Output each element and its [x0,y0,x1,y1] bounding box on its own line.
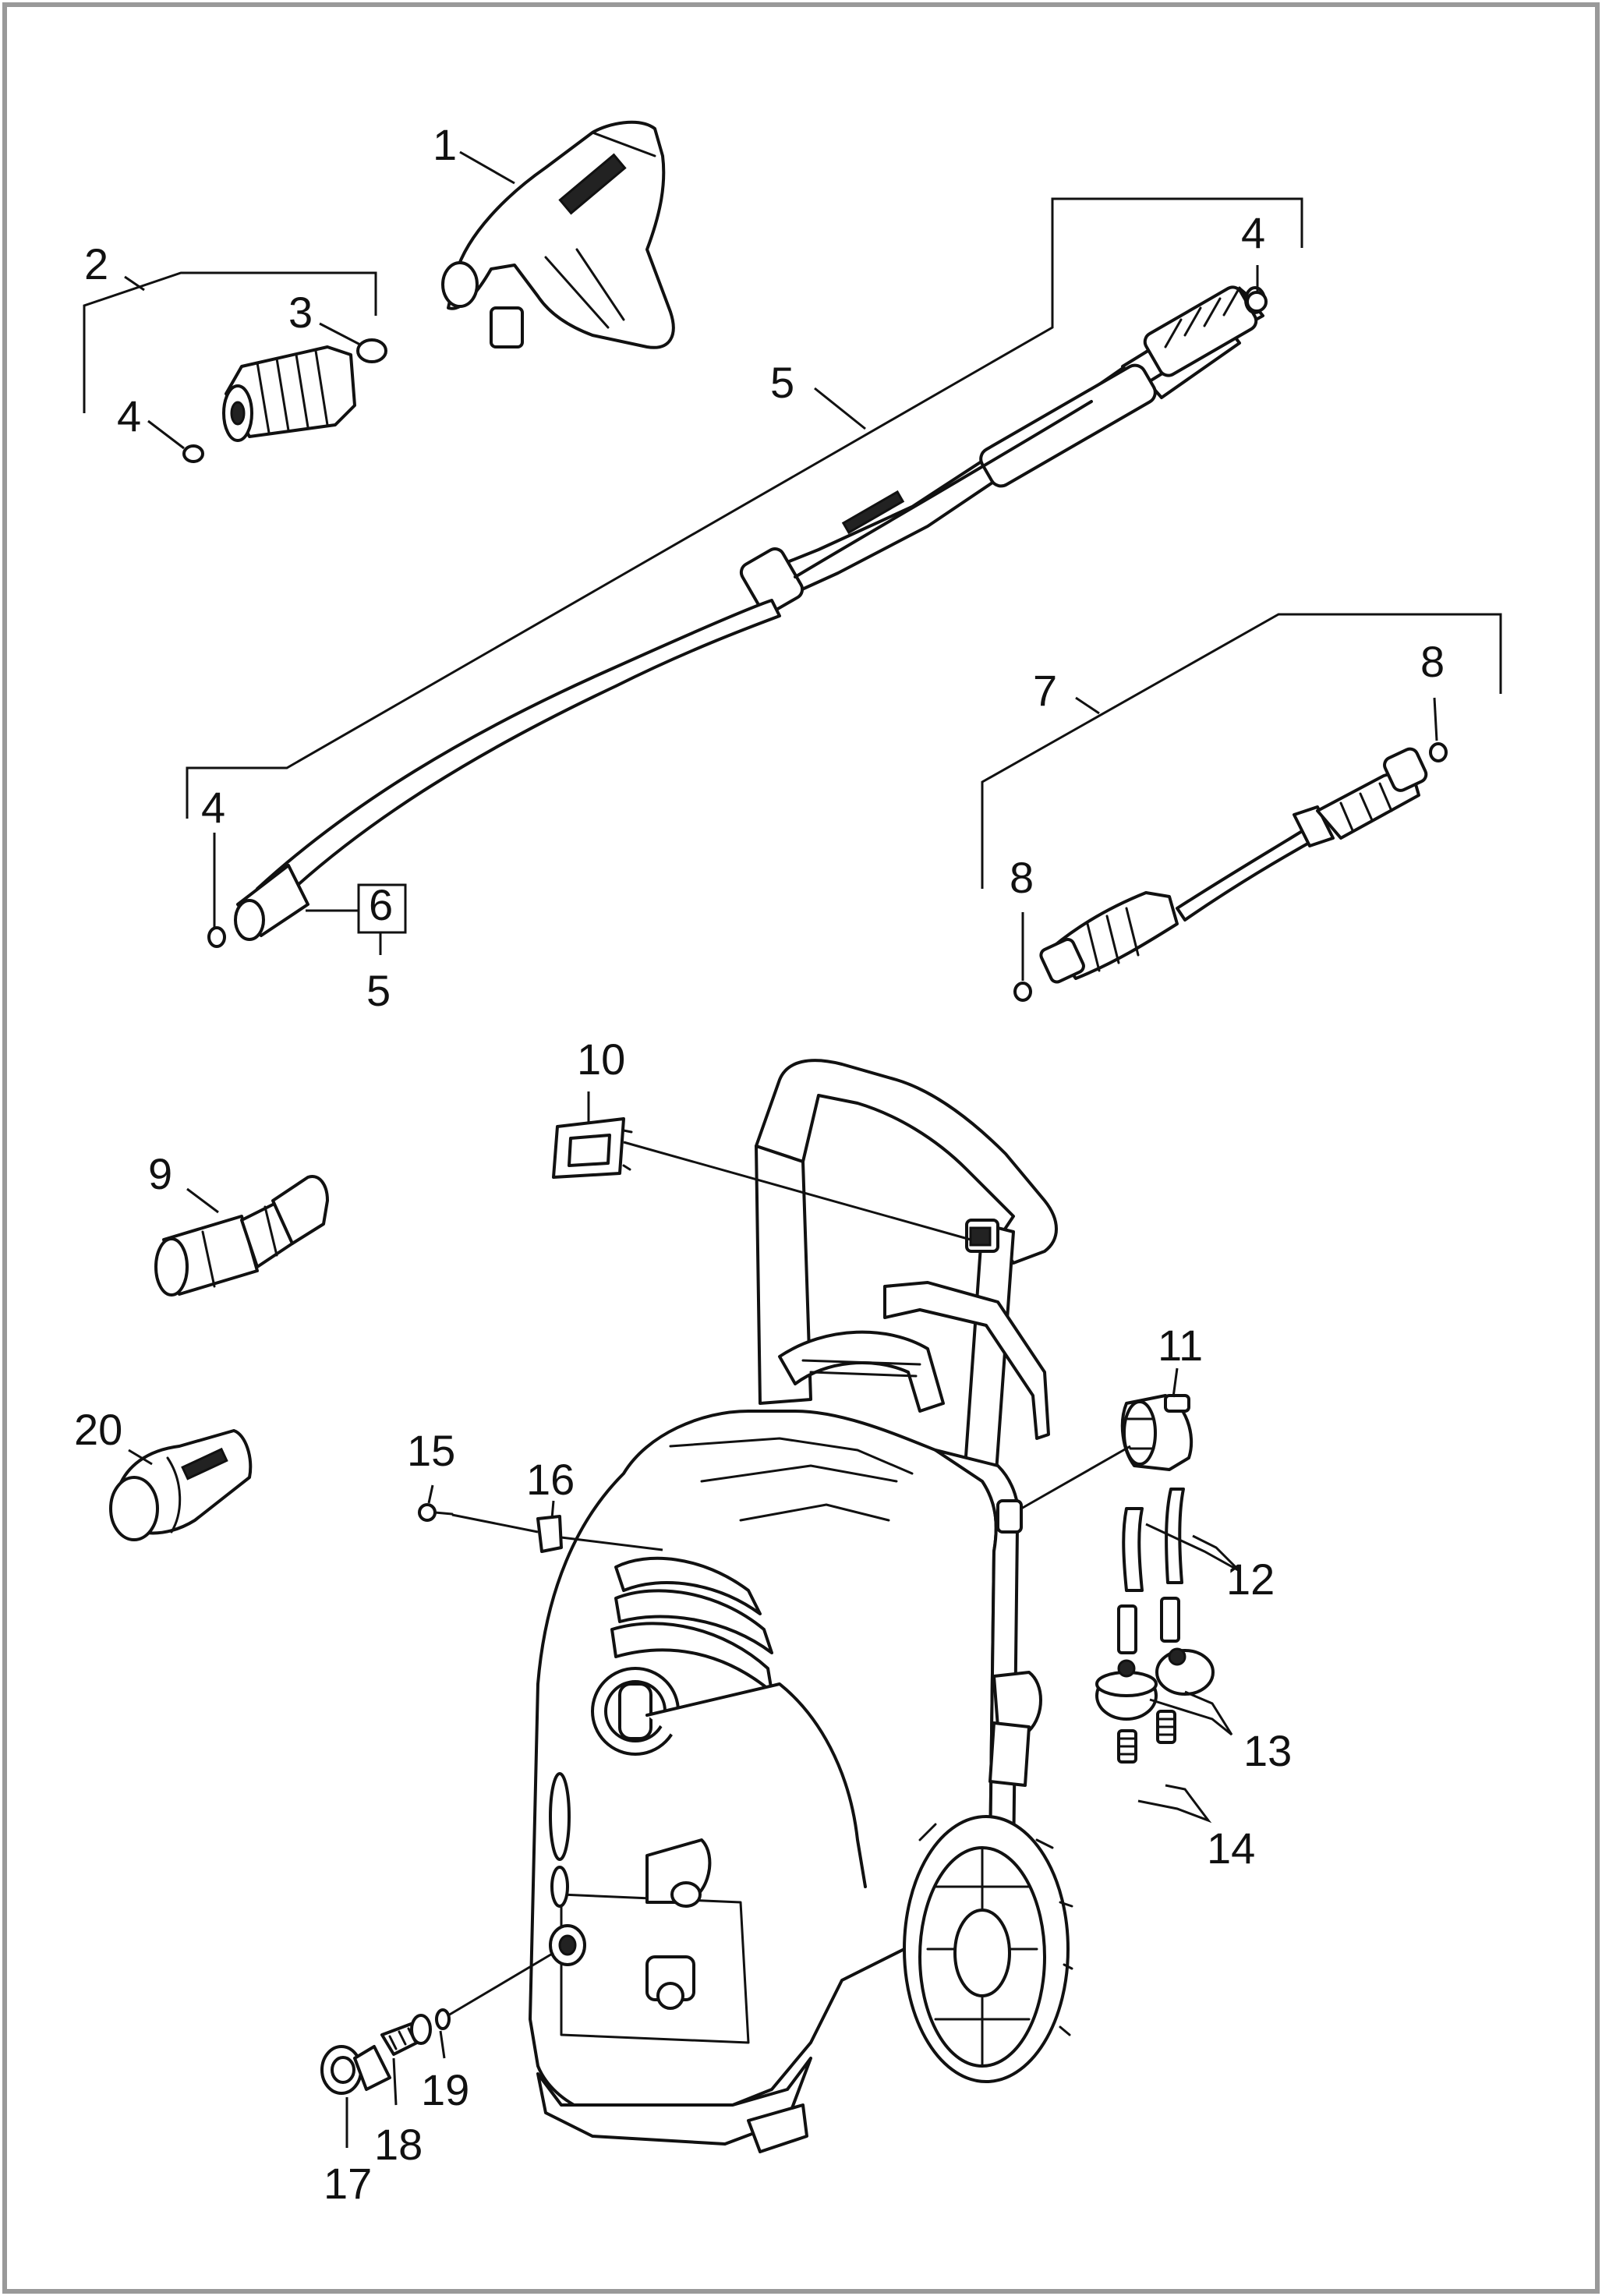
leader-5 [814,387,866,430]
power-nozzle-drawing [154,1175,329,1297]
variable-nozzle-drawing [182,338,387,463]
bracket-5-top [186,197,1303,819]
leader-18 [392,2057,398,2106]
callout-13: 13 [1243,1726,1292,1775]
callout-2: 2 [84,239,108,288]
callout-6: 6 [369,880,393,929]
extension-lance-drawing [1013,742,1448,1002]
leader-4a [147,419,185,450]
leader-14 [1137,1784,1212,1824]
callout-5a: 5 [770,358,794,407]
callout-7: 7 [1033,666,1057,715]
callout-4c: 4 [201,783,225,832]
leader-16 [550,1500,555,1519]
callout-3: 3 [288,288,313,337]
leader-19 [439,2030,446,2059]
callout-10: 10 [577,1035,625,1084]
callout-12: 12 [1226,1555,1275,1604]
leader-11-to-body [1020,1445,1131,1510]
leader-8a [1433,697,1438,741]
callout-14: 14 [1207,1824,1255,1873]
callout-18: 18 [374,2120,423,2169]
leader-15 [427,1484,434,1504]
pressure-washer-body-drawing [320,1059,1215,2153]
spray-lance-drawing [207,285,1268,948]
leader-15-to-body [451,1513,539,1534]
leader-2 [124,275,145,292]
bracket-6 [306,883,407,934]
callout-4a: 4 [117,391,141,440]
leader-7 [1075,696,1100,715]
callout-4b: 4 [1241,208,1265,257]
leader-1 [459,150,515,185]
leader-10-to-handle [623,1141,971,1241]
spray-gun-drawing [441,120,675,349]
callout-1: 1 [433,120,457,169]
leader-13 [1149,1690,1233,1736]
callout-17: 17 [324,2159,372,2208]
bracket-2 [83,271,377,413]
callout-9: 9 [148,1149,172,1198]
callout-15: 15 [407,1426,455,1475]
callout-8b: 8 [1010,853,1034,902]
leader-12 [1145,1523,1241,1573]
leader-19-to-outlet [447,1951,554,2017]
leader-16-to-body [561,1536,663,1551]
bracket-7 [981,613,1502,889]
callout-16: 16 [526,1455,575,1504]
callout-19: 19 [421,2065,469,2114]
callout-8a: 8 [1420,637,1445,686]
leader-9 [186,1187,219,1214]
callout-11: 11 [1158,1321,1203,1370]
leader-11 [1172,1367,1179,1398]
dirt-blaster-drawing [109,1429,253,1541]
callout-5b: 5 [366,966,391,1015]
callout-20: 20 [74,1405,122,1454]
leader-20 [128,1449,153,1466]
leader-3 [319,322,361,346]
